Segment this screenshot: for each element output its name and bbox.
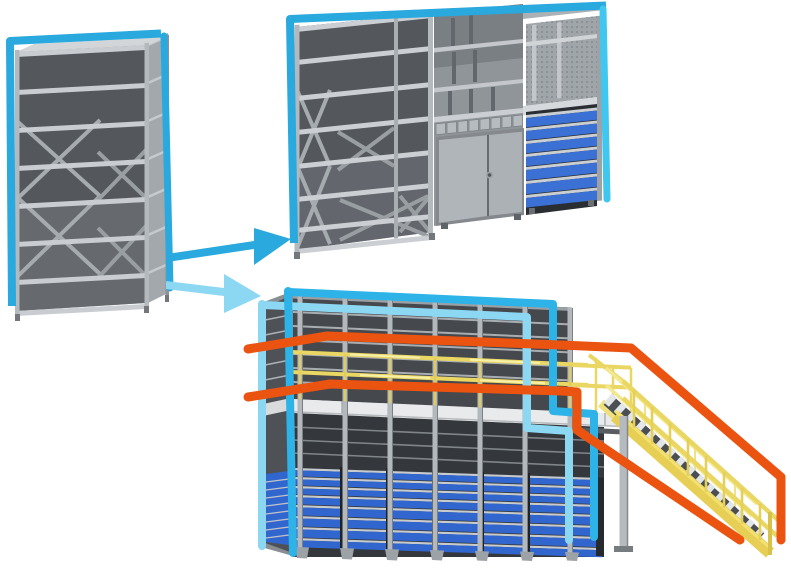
basic-shelving-unit (6, 29, 174, 321)
top-surface (16, 37, 166, 52)
shelf (434, 108, 523, 123)
expansion-arrows (166, 228, 291, 313)
column-foot (295, 547, 579, 561)
x-brace (336, 126, 432, 242)
arrow-to-mezzanine-icon (166, 274, 261, 313)
support-column (295, 295, 579, 561)
drawer (526, 110, 597, 208)
combination-unit (286, 1, 611, 259)
cupboard-door (439, 135, 487, 223)
outline-highlight-blue (286, 1, 611, 244)
drawer-cabinet (526, 104, 597, 215)
cupboard-door (489, 131, 522, 216)
staircase (597, 366, 781, 558)
hanging-rail (532, 22, 562, 101)
hanging-rail (526, 34, 598, 47)
mezzanine-end-panel (261, 291, 293, 556)
divider (448, 87, 495, 115)
cupboard (436, 128, 524, 229)
landing-support-post (614, 416, 633, 552)
arrow-to-combination-icon (167, 228, 291, 265)
guard-rail-yellow (290, 350, 633, 416)
stair-railing-near (621, 379, 781, 538)
shelf (434, 79, 523, 93)
mezzanine-unit (243, 287, 786, 561)
stair-stringer-near (611, 411, 774, 558)
small-drawers-row (435, 114, 523, 136)
drawer (435, 114, 523, 136)
shelf (434, 39, 523, 53)
shelf (296, 13, 432, 254)
workstation-section (523, 4, 604, 215)
handrail-highlight-orange (243, 331, 786, 545)
outline-highlight-blue (6, 29, 174, 307)
mezzanine-drawer-cabinets (295, 467, 604, 558)
divider (452, 50, 477, 84)
x-brace (16, 118, 102, 278)
x-brace (96, 148, 148, 280)
compartment-section (434, 4, 524, 229)
open-shelving-section (294, 11, 435, 259)
divider (451, 15, 473, 46)
